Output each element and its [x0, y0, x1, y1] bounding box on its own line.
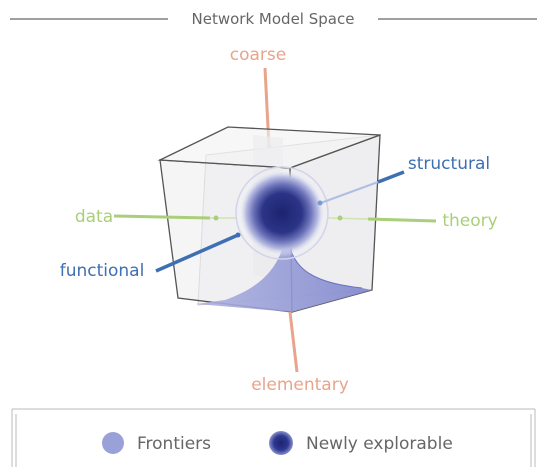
legend: Frontiers Newly explorable — [11, 408, 536, 467]
axis-theory-inner — [327, 217, 369, 220]
axis-label-theory: theory — [442, 211, 497, 231]
axis-functional — [155, 233, 239, 273]
frontier-ring — [235, 166, 329, 260]
axis-theory — [367, 217, 437, 223]
axis-data-dot — [213, 215, 219, 221]
axis-structural-dot — [317, 200, 323, 206]
legend-frontiers-label: Frontiers — [137, 434, 211, 454]
diagram-title: Network Model Space — [192, 10, 355, 28]
legend-newly-explorable-swatch — [269, 431, 293, 455]
axis-label-elementary: elementary — [251, 375, 349, 395]
axis-label-structural: structural — [408, 154, 490, 174]
axis-structural-inner — [317, 181, 379, 205]
legend-frontiers-swatch — [102, 432, 124, 454]
axis-data — [113, 214, 211, 220]
newly-explorable-sphere — [238, 169, 326, 257]
cube-top-face — [157, 126, 381, 169]
axis-functional-dot — [235, 232, 241, 238]
axis-elementary — [288, 311, 299, 373]
axis-label-data: data — [75, 207, 113, 227]
axis-theory-dot — [337, 215, 343, 221]
legend-newly-explorable-label: Newly explorable — [306, 434, 453, 454]
axis-structural — [377, 170, 405, 184]
axis-label-coarse: coarse — [230, 45, 286, 65]
axis-label-functional: functional — [60, 261, 145, 281]
frontier-sheet — [196, 228, 372, 312]
